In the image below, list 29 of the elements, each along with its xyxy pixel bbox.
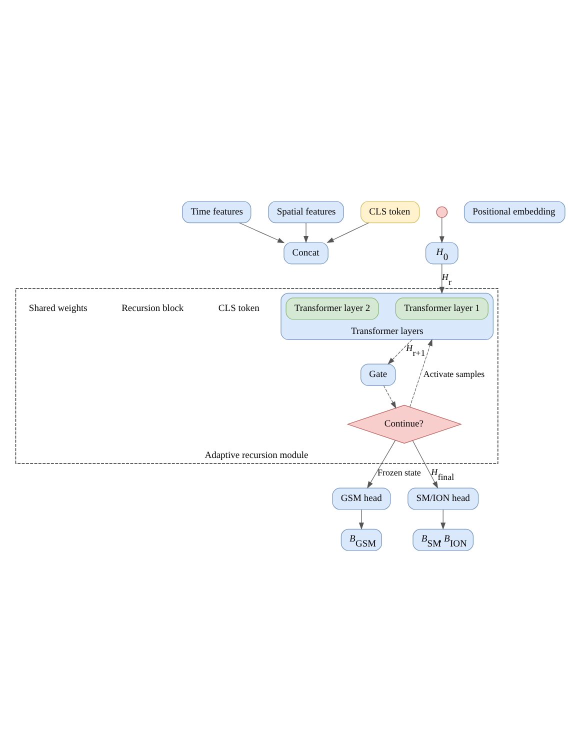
- edge-label: Frozen state: [378, 468, 421, 478]
- arrow: [358, 509, 364, 530]
- node-box: CLS token: [360, 201, 420, 224]
- arrow: [439, 217, 444, 244]
- arrow: [326, 222, 369, 243]
- edge-label: Activate samples: [423, 368, 485, 379]
- label: CLS token: [218, 304, 260, 314]
- arrow: [412, 440, 438, 489]
- arrow: [367, 440, 396, 489]
- arrow: [383, 385, 396, 409]
- node-box: Transformer layer 1: [395, 298, 488, 320]
- arrow: [440, 509, 446, 530]
- node-box: Transformer layer 2: [286, 298, 379, 320]
- label: Recursion block: [122, 304, 184, 314]
- arrow: [304, 222, 309, 244]
- node-box: Positional embedding: [464, 201, 566, 224]
- arrow: [410, 338, 432, 408]
- node-box: SM/ION head: [408, 488, 479, 510]
- node-box: Time features: [182, 201, 252, 224]
- arrow: [439, 264, 444, 294]
- arrow: [239, 222, 285, 244]
- node-circle: [436, 206, 448, 218]
- node-box: Gate: [360, 364, 396, 386]
- arrow: [388, 339, 412, 365]
- node-box: Concat: [284, 242, 328, 264]
- node-box: GSM head: [332, 488, 391, 510]
- node-box: Spatial features: [268, 201, 344, 224]
- node-diamond: Continue?: [346, 404, 462, 444]
- label: Shared weights: [28, 304, 88, 314]
